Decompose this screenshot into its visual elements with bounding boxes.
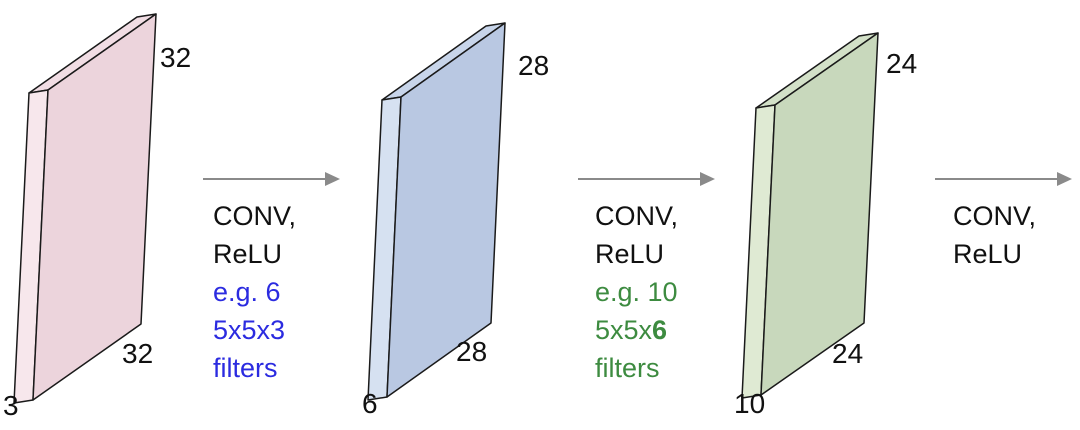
conv1-width-label: 28 <box>456 336 488 367</box>
conv1-filters-count: e.g. 6 <box>213 277 281 307</box>
arrow-conv2 <box>578 172 715 186</box>
conv1-output-volume <box>367 22 506 401</box>
conv2-filters-word: filters <box>595 353 660 383</box>
conv1-height-label: 28 <box>518 50 550 81</box>
conv2-height-label: 24 <box>886 48 918 79</box>
arrow-conv1 <box>203 172 340 186</box>
input-volume <box>13 13 157 404</box>
conv1-volume-front-face <box>386 22 506 398</box>
conv2-op-line-1: CONV, <box>595 201 679 231</box>
conv2-op-line-2: ReLU <box>595 239 665 269</box>
conv2-filter-size-prefix: 5x5x <box>595 315 653 345</box>
conv2-filter-size: 5x5x6 <box>595 311 678 349</box>
input-height-label: 32 <box>160 42 192 73</box>
input-depth-label: 3 <box>3 390 19 421</box>
conv2-filter-size-depth: 6 <box>652 315 668 345</box>
input-width-label: 32 <box>122 338 154 369</box>
conv2-width-label: 24 <box>832 338 864 369</box>
conv2-depth-label: 10 <box>734 388 766 419</box>
conv2-filters-count: e.g. 10 <box>595 277 678 307</box>
conv2-annotation: CONV, ReLU e.g. 10 5x5x6 filters <box>595 197 678 387</box>
conv3-op-line-1: CONV, <box>953 201 1037 231</box>
conv1-op-line-2: ReLU <box>213 239 283 269</box>
arrow-conv3 <box>935 172 1072 186</box>
conv2-output-volume <box>741 32 879 399</box>
input-volume-front-face <box>32 13 157 401</box>
conv3-op-line-2: ReLU <box>953 239 1023 269</box>
conv1-filter-size: 5x5x3 <box>213 315 286 345</box>
conv1-annotation: CONV, ReLU e.g. 6 5x5x3 filters <box>213 197 296 387</box>
arrow-conv2-head <box>700 172 715 186</box>
conv1-op-line-1: CONV, <box>213 201 297 231</box>
arrow-conv1-head <box>325 172 340 186</box>
conv1-depth-label: 6 <box>362 388 378 419</box>
conv2-volume-front-face <box>760 32 879 396</box>
arrow-conv3-head <box>1057 172 1072 186</box>
conv3-annotation: CONV, ReLU <box>953 197 1036 273</box>
conv1-filters-word: filters <box>213 353 278 383</box>
